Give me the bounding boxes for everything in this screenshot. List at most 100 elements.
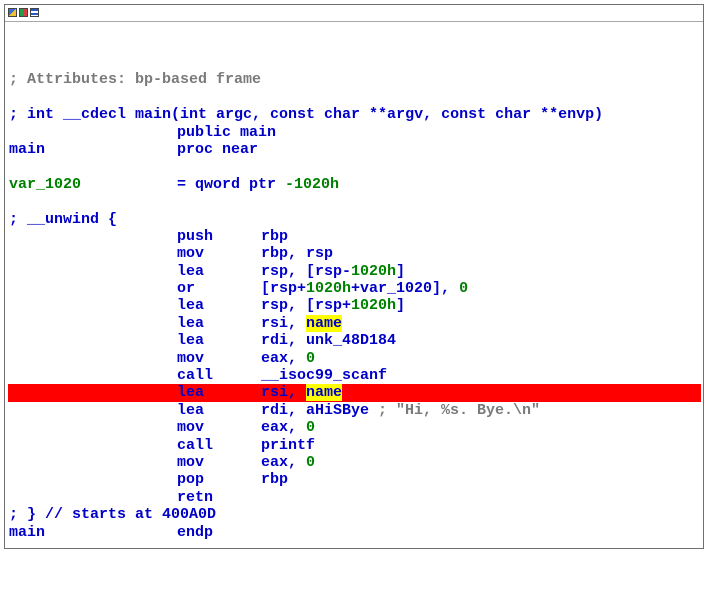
instruction-mnemonic: lea [177,332,205,350]
operand-number: 1020h [351,297,397,315]
var-label[interactable]: var_1020 [9,175,82,193]
instruction-mnemonic: mov [177,453,205,471]
instruction-line[interactable]: mov eax, 0 [9,454,703,471]
title-bar [5,5,703,22]
operand-text: eax, [261,349,307,367]
proc-label[interactable]: main [9,140,46,158]
instruction-mnemonic: pop [177,471,205,489]
signature-comment-line[interactable]: ; int __cdecl main(int argc, const char … [9,106,703,123]
instruction-mnemonic: lea [177,401,205,419]
operand-number: 0 [459,280,469,298]
instruction-mnemonic: mov [177,349,205,367]
unwind-close-comment: ; } // starts at 400A0D [9,506,216,523]
public-directive: public main [177,123,277,141]
instruction-operands[interactable]: rbp, rsp [261,245,333,262]
instruction-line[interactable]: push rbp [9,228,703,245]
instruction-operands[interactable]: rsi, name [261,384,343,402]
unwind-open-line[interactable]: ; __unwind { [9,211,703,228]
operand-text: eax, [261,453,307,471]
instruction-line[interactable]: call __isoc99_scanf [9,367,703,384]
operand-text: rbp [261,471,289,489]
instruction-line[interactable]: pop rbp [9,471,703,488]
operand-text: rsp, [rsp- [261,262,352,280]
var-def-value: -1020h [285,175,340,193]
listing-line-empty [9,158,703,175]
instruction-operands[interactable]: rbp [261,228,288,245]
listing-line-empty [9,54,703,71]
instruction-operands[interactable]: rsp, [rsp-1020h] [261,263,405,280]
operand-text: rsi, [261,314,307,332]
instruction-operands[interactable]: rbp [261,471,288,488]
operand-text: rsi, [261,384,307,402]
instruction-line[interactable]: lea rsi, name [8,384,703,402]
unwind-close-line[interactable]: ; } // starts at 400A0D [9,506,703,523]
endp-line[interactable]: main endp [9,524,703,541]
operand-text: rbp, rsp [261,245,334,263]
unwind-close-address[interactable]: 400A0D [162,506,217,524]
instruction-line[interactable]: or [rsp+1020h+var_1020], 0 [9,280,703,297]
operand-symbol-name[interactable]: name [306,314,343,332]
instruction-operands[interactable]: [rsp+1020h+var_1020], 0 [261,280,468,297]
instruction-line[interactable]: mov rbp, rsp [9,245,703,262]
instruction-line[interactable]: lea rdi, aHiSBye ; "Hi, %s. Bye.\n" [9,402,703,419]
instruction-operands[interactable]: rsp, [rsp+1020h] [261,297,405,314]
disassembly-listing[interactable]: ; Attributes: bp-based frame ; int __cde… [8,54,703,541]
instruction-mnemonic: call [177,367,214,385]
current-line-highlight [8,384,701,402]
operand-number: 1020h [351,262,397,280]
instruction-operands[interactable]: eax, 0 [261,454,315,471]
instruction-line[interactable]: mov eax, 0 [9,350,703,367]
var-definition-line[interactable]: var_1020 = qword ptr -1020h [9,176,703,193]
operand-text: rdi, unk_48D184 [261,332,397,350]
instruction-operands[interactable]: rsi, name [261,314,343,332]
operand-number: 0 [306,419,316,437]
operand-number: 0 [306,349,316,367]
instruction-mnemonic: push [177,227,214,245]
operand-text: rbp [261,227,289,245]
operand-symbol-name[interactable]: name [306,384,343,402]
instruction-line[interactable]: lea rsp, [rsp+1020h] [9,297,703,314]
image-icon[interactable] [19,8,28,17]
var-def-prefix: = qword ptr [177,175,286,193]
instruction-operands[interactable]: __isoc99_scanf [261,367,387,384]
instruction-line[interactable]: lea rdi, unk_48D184 [9,332,703,349]
instruction-line[interactable]: call printf [9,437,703,454]
operand-text: +var_1020], [351,280,460,298]
instruction-mnemonic: mov [177,419,205,437]
instruction-mnemonic: lea [177,297,205,315]
instruction-operands[interactable]: eax, 0 [261,419,315,436]
listing-line-empty [9,89,703,106]
function-signature-comment: ; int __cdecl main(int argc, const char … [9,106,604,124]
instruction-line[interactable]: retn [9,489,703,506]
instruction-operands[interactable]: rdi, aHiSBye ; "Hi, %s. Bye.\n" [261,402,540,419]
instruction-line[interactable]: lea rsp, [rsp-1020h] [9,263,703,280]
attributes-comment-line[interactable]: ; Attributes: bp-based frame [9,71,703,88]
operand-text: rdi, aHiSBye [261,401,379,419]
proc-directive: proc near [177,140,259,158]
instruction-line[interactable]: mov eax, 0 [9,419,703,436]
instruction-mnemonic: mov [177,245,205,263]
instruction-mnemonic: or [177,280,196,298]
instruction-operands[interactable]: rdi, unk_48D184 [261,332,396,349]
endp-label[interactable]: main [9,523,46,541]
operand-text: ] [396,262,406,280]
endp-directive: endp [177,523,214,541]
operand-text: __isoc99_scanf [261,367,388,385]
graph-view-icon[interactable] [8,8,17,17]
operand-text: [rsp+ [261,280,307,298]
attributes-comment: ; Attributes: bp-based frame [9,71,262,89]
unwind-close-prefix: ; } // starts at [9,506,163,524]
instruction-mnemonic: retn [177,488,214,506]
instruction-operands[interactable]: printf [261,437,315,454]
operand-text: eax, [261,419,307,437]
instruction-operands[interactable]: eax, 0 [261,350,315,367]
proc-line[interactable]: main proc near [9,141,703,158]
instruction-mnemonic: call [177,436,214,454]
instruction-comment: ; "Hi, %s. Bye.\n" [378,401,541,419]
instruction-mnemonic: lea [177,262,205,280]
public-directive-line[interactable]: public main [9,124,703,141]
listing-icon[interactable] [30,8,39,17]
instruction-mnemonic: lea [177,384,205,402]
